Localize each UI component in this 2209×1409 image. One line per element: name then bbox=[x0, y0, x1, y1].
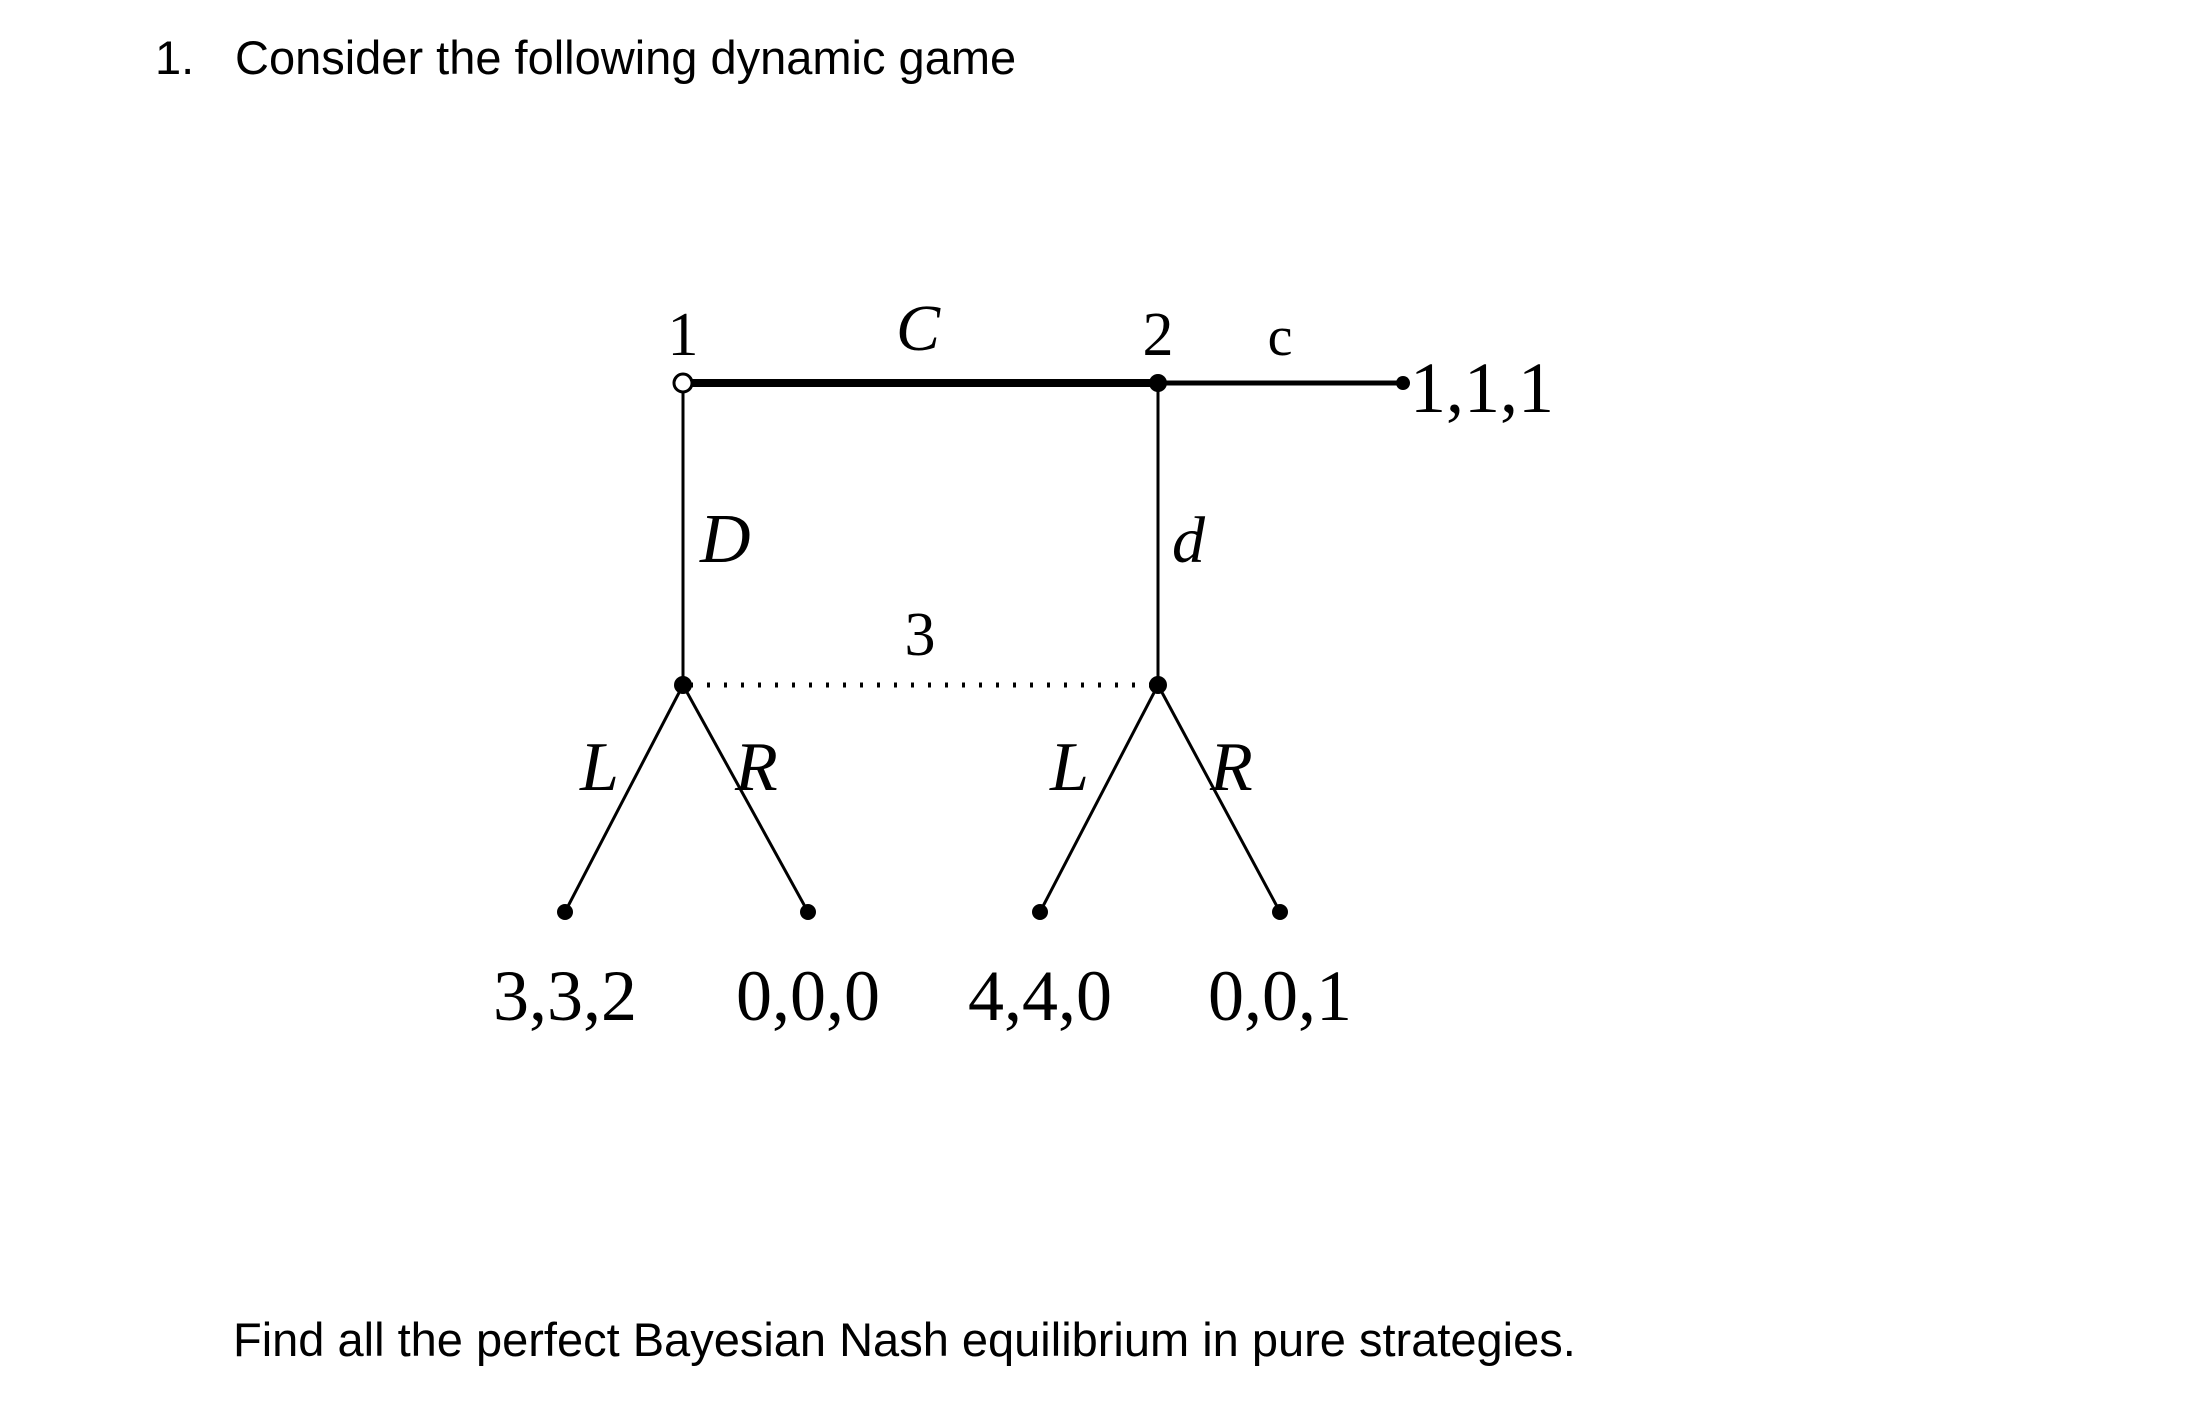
player-2-label: 2 bbox=[1143, 301, 1174, 369]
terminal-node-CdL bbox=[1032, 904, 1048, 920]
payoff-CdL: 4,4,0 bbox=[968, 956, 1112, 1036]
payoff-cc: 1,1,1 bbox=[1410, 348, 1554, 428]
action-label-d: d bbox=[1172, 504, 1206, 577]
question-text: Consider the following dynamic game bbox=[235, 31, 1017, 84]
question-line: 1. Consider the following dynamic game bbox=[155, 28, 1016, 88]
action-label-right-L: L bbox=[1049, 729, 1089, 806]
edge-right-L bbox=[1038, 684, 1160, 913]
edge-left-L bbox=[563, 684, 685, 913]
player-1-label: 1 bbox=[668, 301, 699, 369]
terminal-node-DR bbox=[800, 904, 816, 920]
action-label-D: D bbox=[699, 501, 751, 578]
payoff-CdR: 0,0,1 bbox=[1208, 956, 1352, 1036]
node-player-3-left bbox=[674, 676, 692, 694]
edge-left-R bbox=[681, 684, 810, 913]
action-label-right-R: R bbox=[1209, 729, 1253, 806]
terminal-node-DL bbox=[557, 904, 573, 920]
terminal-node-CdR bbox=[1272, 904, 1288, 920]
question-number: 1. bbox=[155, 31, 195, 84]
action-label-left-L: L bbox=[579, 729, 619, 806]
action-label-left-R: R bbox=[734, 729, 778, 806]
payoff-DL: 3,3,2 bbox=[493, 956, 637, 1036]
action-label-C: C bbox=[896, 292, 941, 365]
edge-right-R bbox=[1156, 684, 1282, 913]
node-player-3-right bbox=[1149, 676, 1167, 694]
terminal-node-cc bbox=[1396, 376, 1410, 390]
action-label-c: c bbox=[1268, 306, 1293, 368]
payoff-DR: 0,0,0 bbox=[736, 956, 880, 1036]
instruction-text: Find all the perfect Bayesian Nash equil… bbox=[233, 1313, 1576, 1366]
player-3-label: 3 bbox=[905, 601, 936, 669]
node-player-1 bbox=[672, 372, 694, 394]
node-player-2 bbox=[1149, 374, 1167, 392]
